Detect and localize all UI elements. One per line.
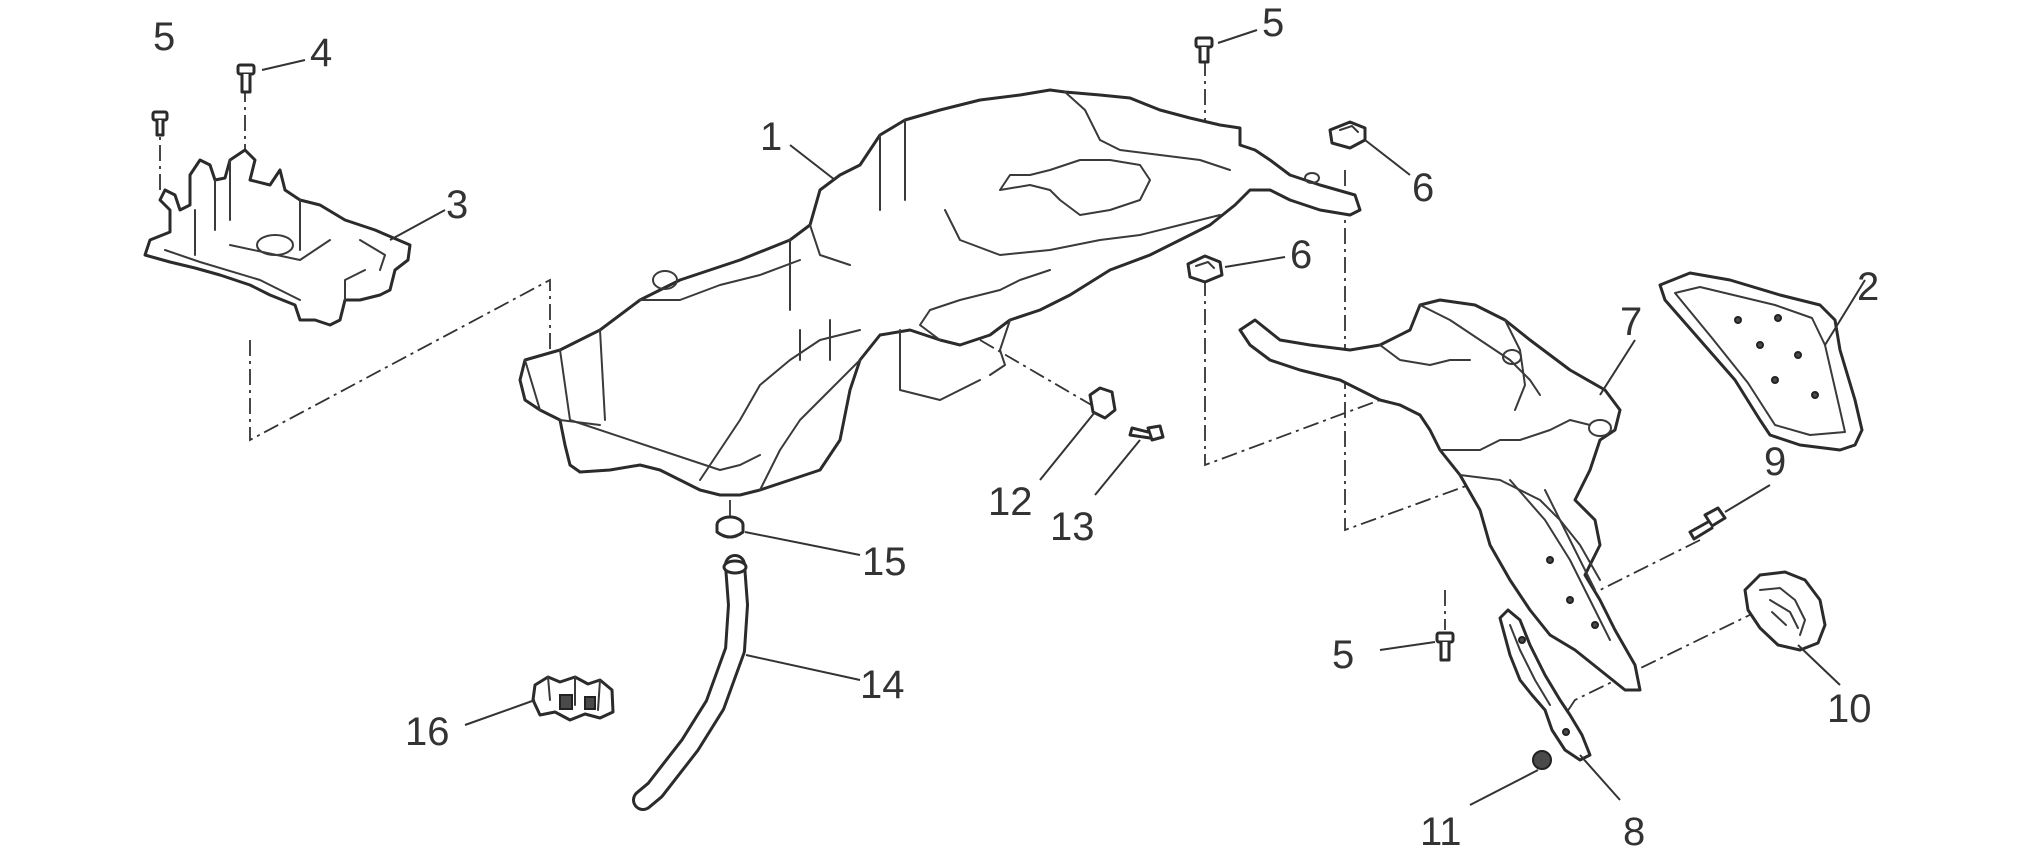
callout-5-top: 5 [1262, 1, 1284, 45]
callout-5-top-left: 5 [153, 15, 175, 59]
callout-11: 11 [1420, 810, 1462, 854]
part-2-license-plate-panel [1658, 271, 1864, 452]
panel-holes [1734, 314, 1819, 399]
screw-5-lower [1435, 631, 1455, 662]
callout-8: 8 [1623, 810, 1645, 854]
leader-lines [261, 29, 1866, 806]
callout-2: 2 [1857, 265, 1879, 309]
callout-9: 9 [1764, 440, 1786, 484]
callout-3: 3 [446, 183, 468, 227]
part-7-rear-mudguard [1238, 298, 1642, 692]
callout-6-lower: 6 [1290, 233, 1312, 277]
screw-5-top [1194, 36, 1214, 64]
callout-1: 1 [760, 115, 782, 159]
callout-10: 10 [1827, 687, 1872, 731]
callout-12: 12 [988, 480, 1033, 524]
part-16-cable-clamp [531, 675, 615, 722]
part-12-spacer [1088, 386, 1117, 420]
callout-14: 14 [860, 663, 905, 707]
screw-9 [1688, 506, 1727, 541]
callout-6-upper: 6 [1412, 166, 1434, 210]
part-6-clip-upper [1328, 120, 1367, 150]
screw-5-left [151, 110, 169, 137]
part-14-drain-hose [632, 554, 749, 811]
part-6-clip-lower [1186, 254, 1224, 284]
nut-11 [1532, 750, 1552, 770]
callout-7: 7 [1620, 300, 1642, 344]
callout-5-lower: 5 [1332, 633, 1354, 677]
callout-16: 16 [405, 710, 450, 754]
callout-15: 15 [862, 540, 907, 584]
part-10-reflector [1743, 570, 1827, 652]
callout-13: 13 [1050, 505, 1095, 549]
callout-4: 4 [310, 31, 332, 75]
screw-4 [236, 63, 256, 94]
part-1-rear-undertray [518, 88, 1362, 497]
part-8-reflector-bracket [1498, 608, 1592, 762]
screw-13 [1128, 424, 1165, 442]
part-3-battery-tray [143, 148, 412, 327]
callout-labels: 1 2 3 4 5 5 5 6 6 7 8 9 10 11 12 13 14 1… [153, 1, 1879, 854]
part-15-grommet [715, 515, 745, 539]
